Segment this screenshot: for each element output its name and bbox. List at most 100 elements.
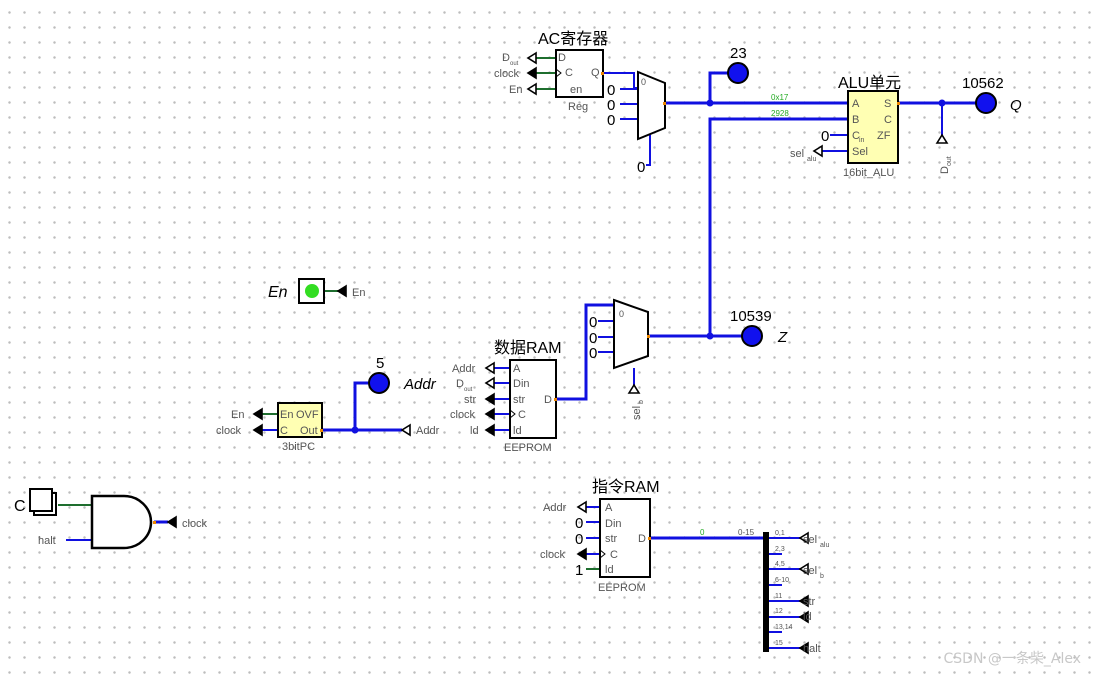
alu-type: 16bit_ALU xyxy=(843,167,894,179)
alu-dout-tunnel: D out xyxy=(935,133,953,174)
svg-text:str: str xyxy=(803,596,816,608)
program-counter[interactable]: En C OVF Out 3bitPC xyxy=(277,402,323,453)
svg-text:6-10: 6-10 xyxy=(775,577,789,584)
svg-text:D: D xyxy=(544,394,552,406)
svg-text:0: 0 xyxy=(575,515,583,532)
ac-pin-en: en xyxy=(570,84,582,96)
svg-text:out: out xyxy=(464,387,473,393)
data-ram[interactable]: 数据RAM A Din str C ld D EEPROM xyxy=(494,339,562,454)
svg-text:clock: clock xyxy=(182,518,208,530)
svg-text:alu: alu xyxy=(820,542,829,549)
svg-text:A: A xyxy=(605,502,613,514)
tunnel-icon xyxy=(484,361,495,375)
svg-text:Sel: Sel xyxy=(852,146,868,158)
svg-text:ZF: ZF xyxy=(877,130,891,142)
svg-text:D: D xyxy=(456,378,464,390)
tunnel-icon xyxy=(336,284,347,298)
mux-mid[interactable]: 0 xyxy=(613,298,649,370)
probe-z-value: 10539 xyxy=(730,308,772,325)
svg-text:A: A xyxy=(513,363,521,375)
tunnel-icon xyxy=(484,392,495,406)
svg-text:C: C xyxy=(852,130,860,142)
tunnel-icon xyxy=(400,423,411,437)
svg-text:15: 15 xyxy=(775,640,783,647)
ac-register-type: Reg xyxy=(568,101,588,113)
alu-title: ALU单元 xyxy=(838,74,901,92)
svg-text:clock: clock xyxy=(450,409,476,421)
svg-text:0: 0 xyxy=(619,309,624,319)
svg-text:En: En xyxy=(352,287,365,299)
svg-text:0: 0 xyxy=(575,531,583,548)
svg-text:0: 0 xyxy=(589,314,597,331)
tunnel-icon xyxy=(252,407,263,421)
mux-top[interactable]: 0 xyxy=(637,70,666,141)
svg-text:Addr: Addr xyxy=(452,363,476,375)
tunnel-icon xyxy=(798,594,809,608)
svg-text:0: 0 xyxy=(641,77,646,87)
svg-text:0: 0 xyxy=(589,330,597,347)
ac-input-d: D xyxy=(502,52,510,64)
probe-z-label: Z xyxy=(777,329,788,346)
svg-text:sel: sel xyxy=(803,534,817,546)
svg-text:clock: clock xyxy=(216,425,242,437)
ac-pin-q: Q xyxy=(591,67,600,79)
ac-input-tunnels: D out clock En xyxy=(494,51,537,96)
probe-23-value: 23 xyxy=(730,45,747,62)
instr-ram[interactable]: 指令RAM A Din str C ld D EEPROM xyxy=(592,478,660,594)
clock-out-tunnel: clock xyxy=(166,515,208,530)
tunnel-icon xyxy=(576,500,587,514)
svg-text:0: 0 xyxy=(607,112,615,129)
alu[interactable]: ALU单元 A B C in Sel S C ZF 16bit_ALU xyxy=(838,74,901,179)
mux-mid-inputs: 0 0 0 sel b xyxy=(589,314,645,420)
svg-text:2,3: 2,3 xyxy=(775,546,785,553)
tunnel-icon xyxy=(798,562,809,576)
tunnel-icon xyxy=(526,51,537,65)
ac-register[interactable]: AC寄存器 D C en Q Reg xyxy=(538,30,608,113)
tunnel-icon xyxy=(798,641,809,655)
probe-23: 23 xyxy=(727,45,749,84)
svg-text:in: in xyxy=(859,137,865,144)
svg-text:Out: Out xyxy=(300,425,318,437)
enable-switch[interactable]: En xyxy=(268,278,325,304)
svg-text:13,14: 13,14 xyxy=(775,624,793,631)
probe-addr-value: 5 xyxy=(376,355,384,372)
svg-text:C: C xyxy=(884,114,892,126)
svg-text:str: str xyxy=(464,394,477,406)
pc-input-tunnels: En clock xyxy=(216,407,263,437)
clock-input[interactable]: C xyxy=(14,488,57,516)
svg-text:En: En xyxy=(231,409,244,421)
instr-ram-type: EEPROM xyxy=(598,582,646,594)
enable-led xyxy=(305,284,319,298)
probe-q-label: Q xyxy=(1010,97,1022,114)
svg-text:S: S xyxy=(884,98,891,110)
splitter-out-tunnels: sel alu sel b str ld halt xyxy=(798,531,829,655)
instr-ram-inputs: Addr 0 0 clock 1 xyxy=(540,500,587,579)
svg-text:0,1: 0,1 xyxy=(775,530,785,537)
svg-text:B: B xyxy=(852,114,859,126)
svg-text:out: out xyxy=(510,61,519,67)
svg-text:halt: halt xyxy=(803,643,821,655)
data-ram-type: EEPROM xyxy=(504,442,552,454)
svg-text:str: str xyxy=(605,533,618,545)
pin-markers xyxy=(153,72,900,540)
probe-addr: 5 Addr xyxy=(368,355,437,394)
svg-text:ld: ld xyxy=(470,425,479,437)
svg-text:0: 0 xyxy=(821,128,829,145)
svg-text:sel: sel xyxy=(790,148,804,160)
ac-pin-d: D xyxy=(558,52,566,64)
enable-tunnel: En xyxy=(336,284,365,299)
svg-text:0: 0 xyxy=(589,345,597,362)
mux-top-constants: 0 0 0 0 xyxy=(607,82,645,176)
svg-text:Addr: Addr xyxy=(543,502,567,514)
tunnel-icon xyxy=(484,376,495,390)
svg-text:ld: ld xyxy=(605,564,614,576)
tunnel-icon xyxy=(812,144,823,158)
svg-text:D: D xyxy=(939,166,951,174)
svg-text:Din: Din xyxy=(605,518,622,530)
pc-out-tunnel: Addr xyxy=(400,423,440,437)
tunnel-icon xyxy=(166,515,177,529)
wire-value-a: 0x17 xyxy=(771,93,789,102)
svg-text:sel: sel xyxy=(803,565,817,577)
svg-text:Din: Din xyxy=(513,378,530,390)
tunnel-icon xyxy=(484,407,495,421)
